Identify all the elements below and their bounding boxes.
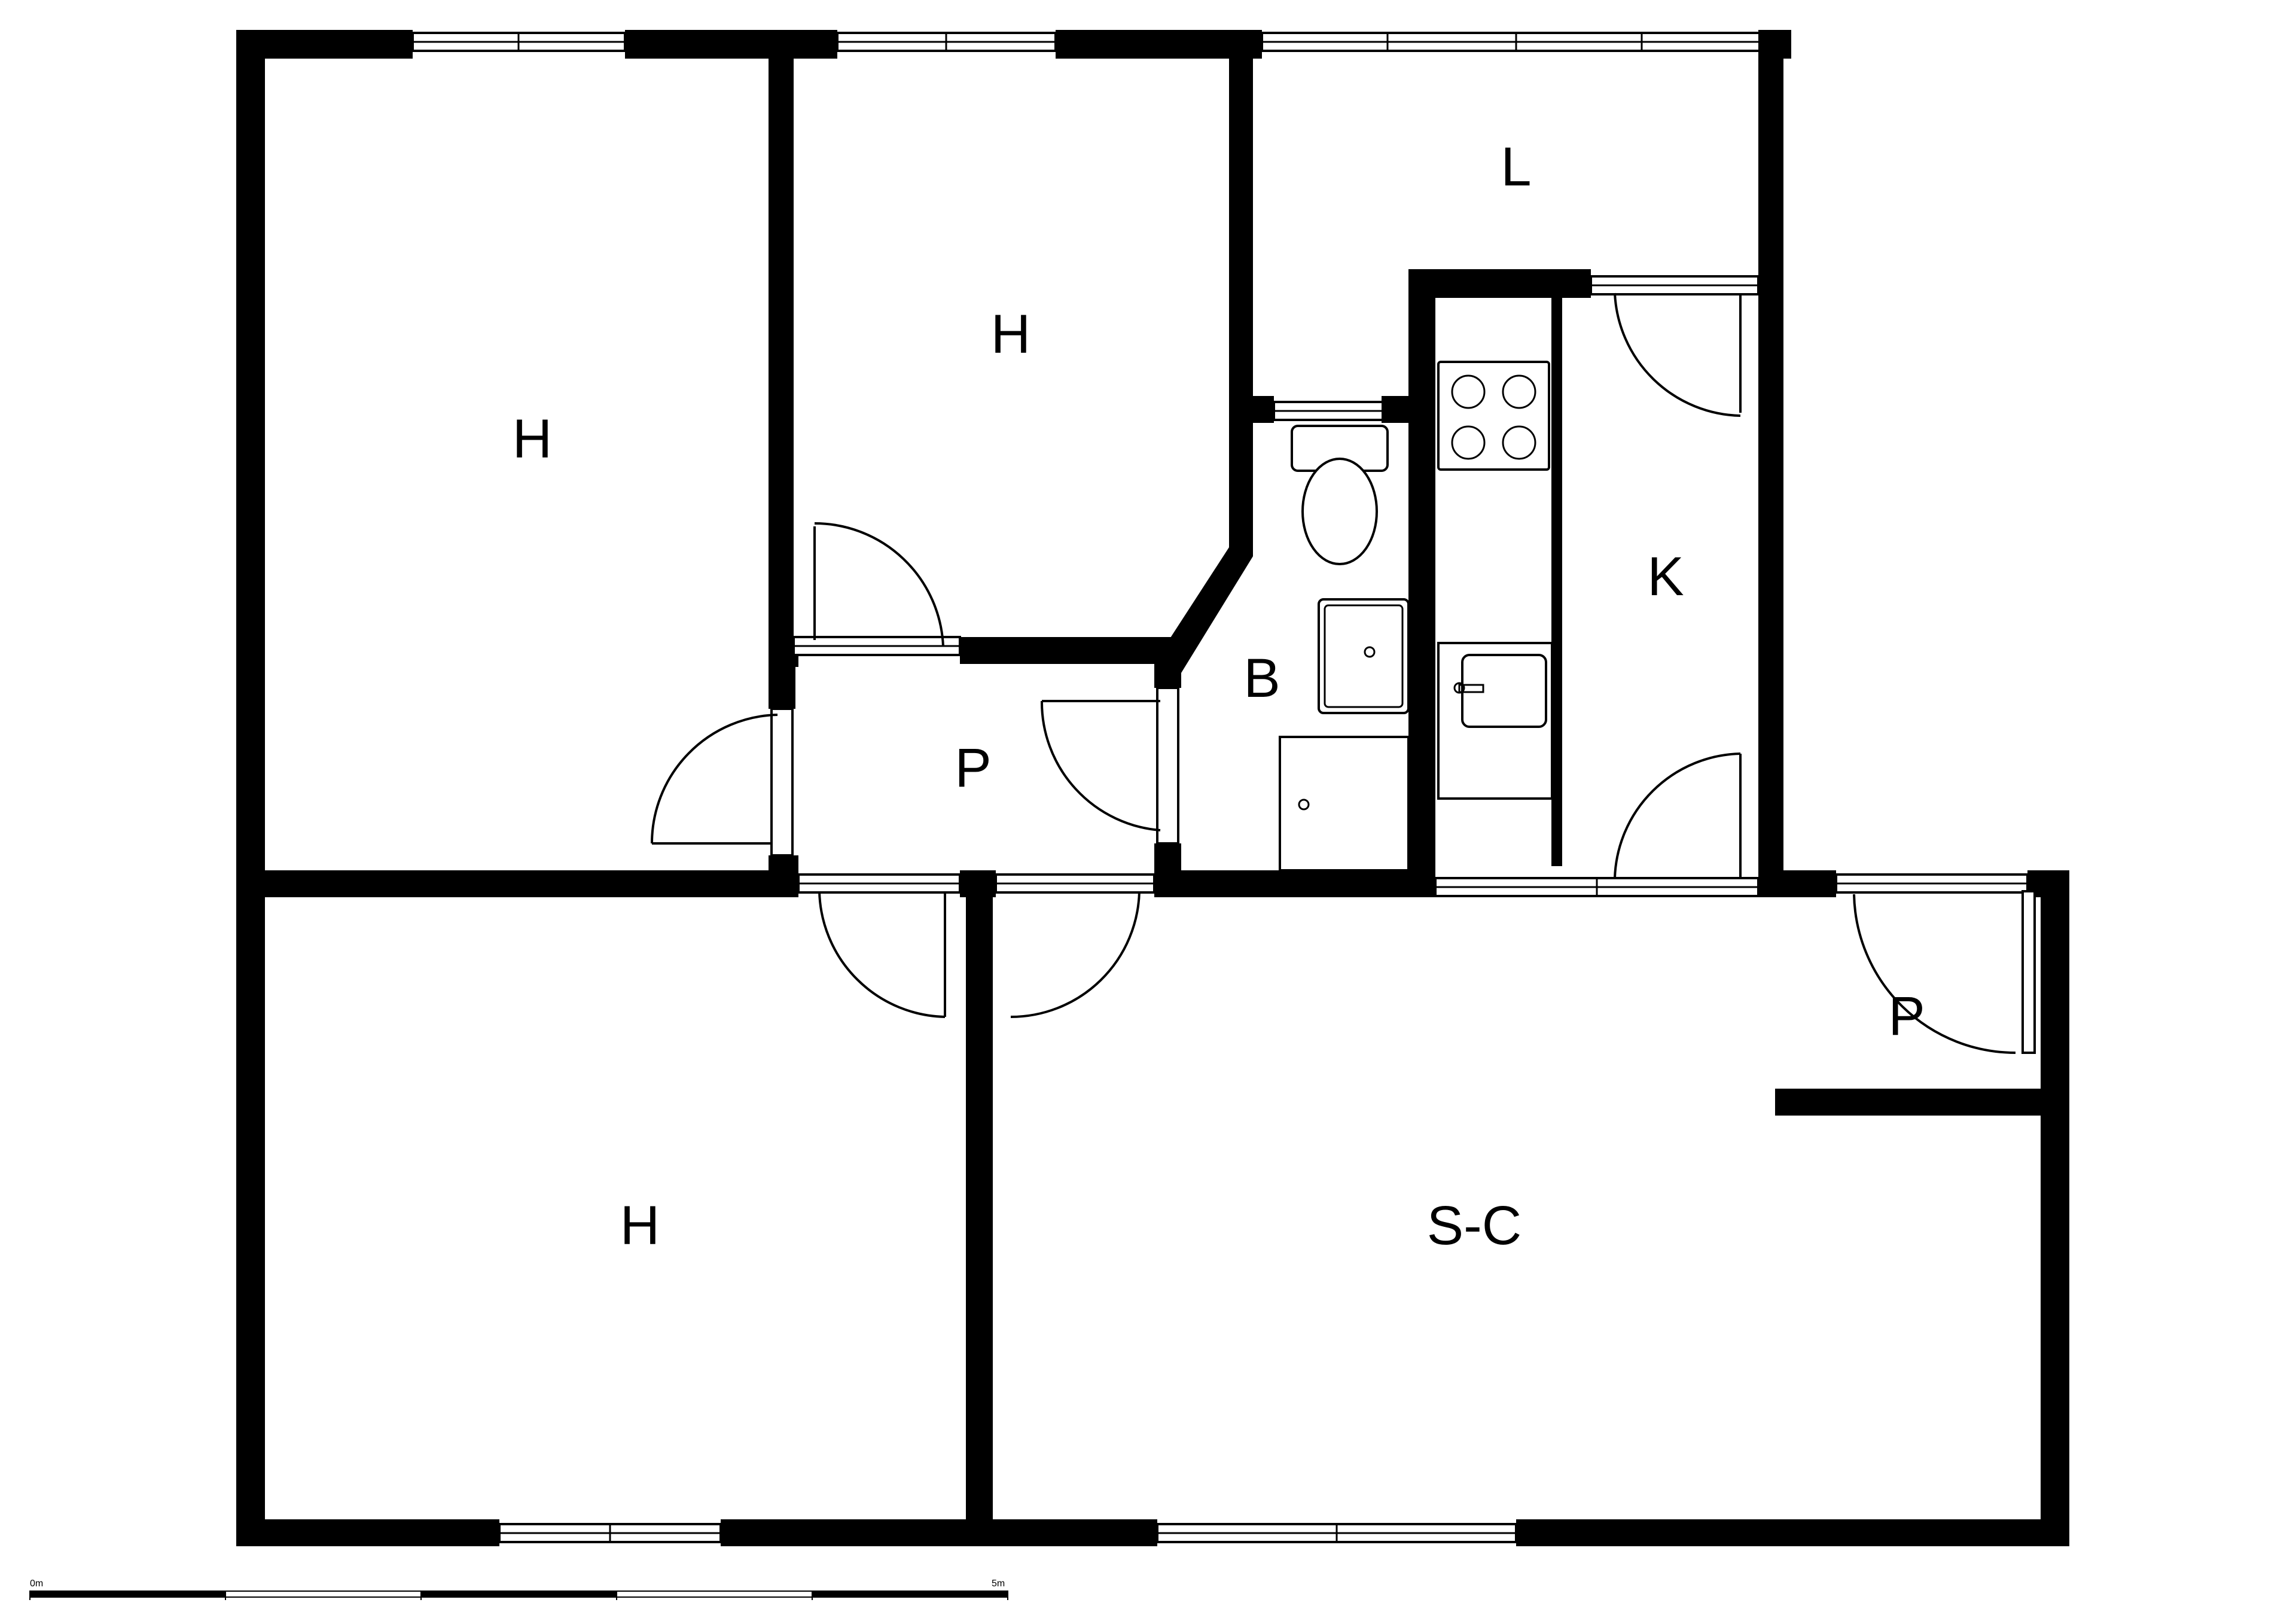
window (1590, 275, 1760, 295)
washbasin-icon (1318, 598, 1410, 714)
room-label-balcony: L (1501, 136, 1531, 197)
scale-end-label: 5m (992, 1579, 1005, 1589)
window (1261, 32, 1771, 52)
room-label-kitchen: K (1647, 546, 1684, 607)
walls (236, 30, 2069, 1546)
windows (411, 32, 1771, 1543)
door (1835, 873, 2036, 1054)
window (411, 32, 626, 52)
scale-bar: 0m 5m (29, 1579, 1008, 1600)
door (1614, 752, 1742, 879)
door (995, 873, 1155, 1018)
room-labels: H H L K B P H S-C P (513, 136, 1925, 1256)
bathroom-fixtures (1279, 425, 1410, 872)
scale-start-label: 0m (30, 1579, 43, 1589)
doors (651, 292, 2036, 1054)
shower-tray-icon (1279, 736, 1410, 872)
room-label-entrance: P (1888, 986, 1925, 1047)
room-label-bedroom-top-left: H (513, 409, 552, 470)
room-label-living-dining: S-C (1427, 1195, 1521, 1256)
toilet-icon (1291, 425, 1389, 565)
door (1040, 687, 1179, 845)
window (836, 32, 1057, 52)
window (1156, 1523, 1517, 1543)
window (1434, 877, 1760, 897)
room-label-bedroom-top-middle: H (991, 304, 1030, 365)
room-label-bathroom: B (1243, 648, 1280, 709)
door (797, 873, 961, 1018)
room-label-hall: P (955, 738, 991, 799)
cooktop-icon (1437, 361, 1550, 471)
door (651, 708, 794, 857)
sink-icon (1437, 642, 1553, 800)
kitchen-fixtures (1437, 361, 1553, 800)
room-label-bedroom-bottom: H (620, 1195, 660, 1256)
window (498, 1523, 722, 1543)
door (1614, 292, 1742, 417)
door (792, 522, 961, 656)
